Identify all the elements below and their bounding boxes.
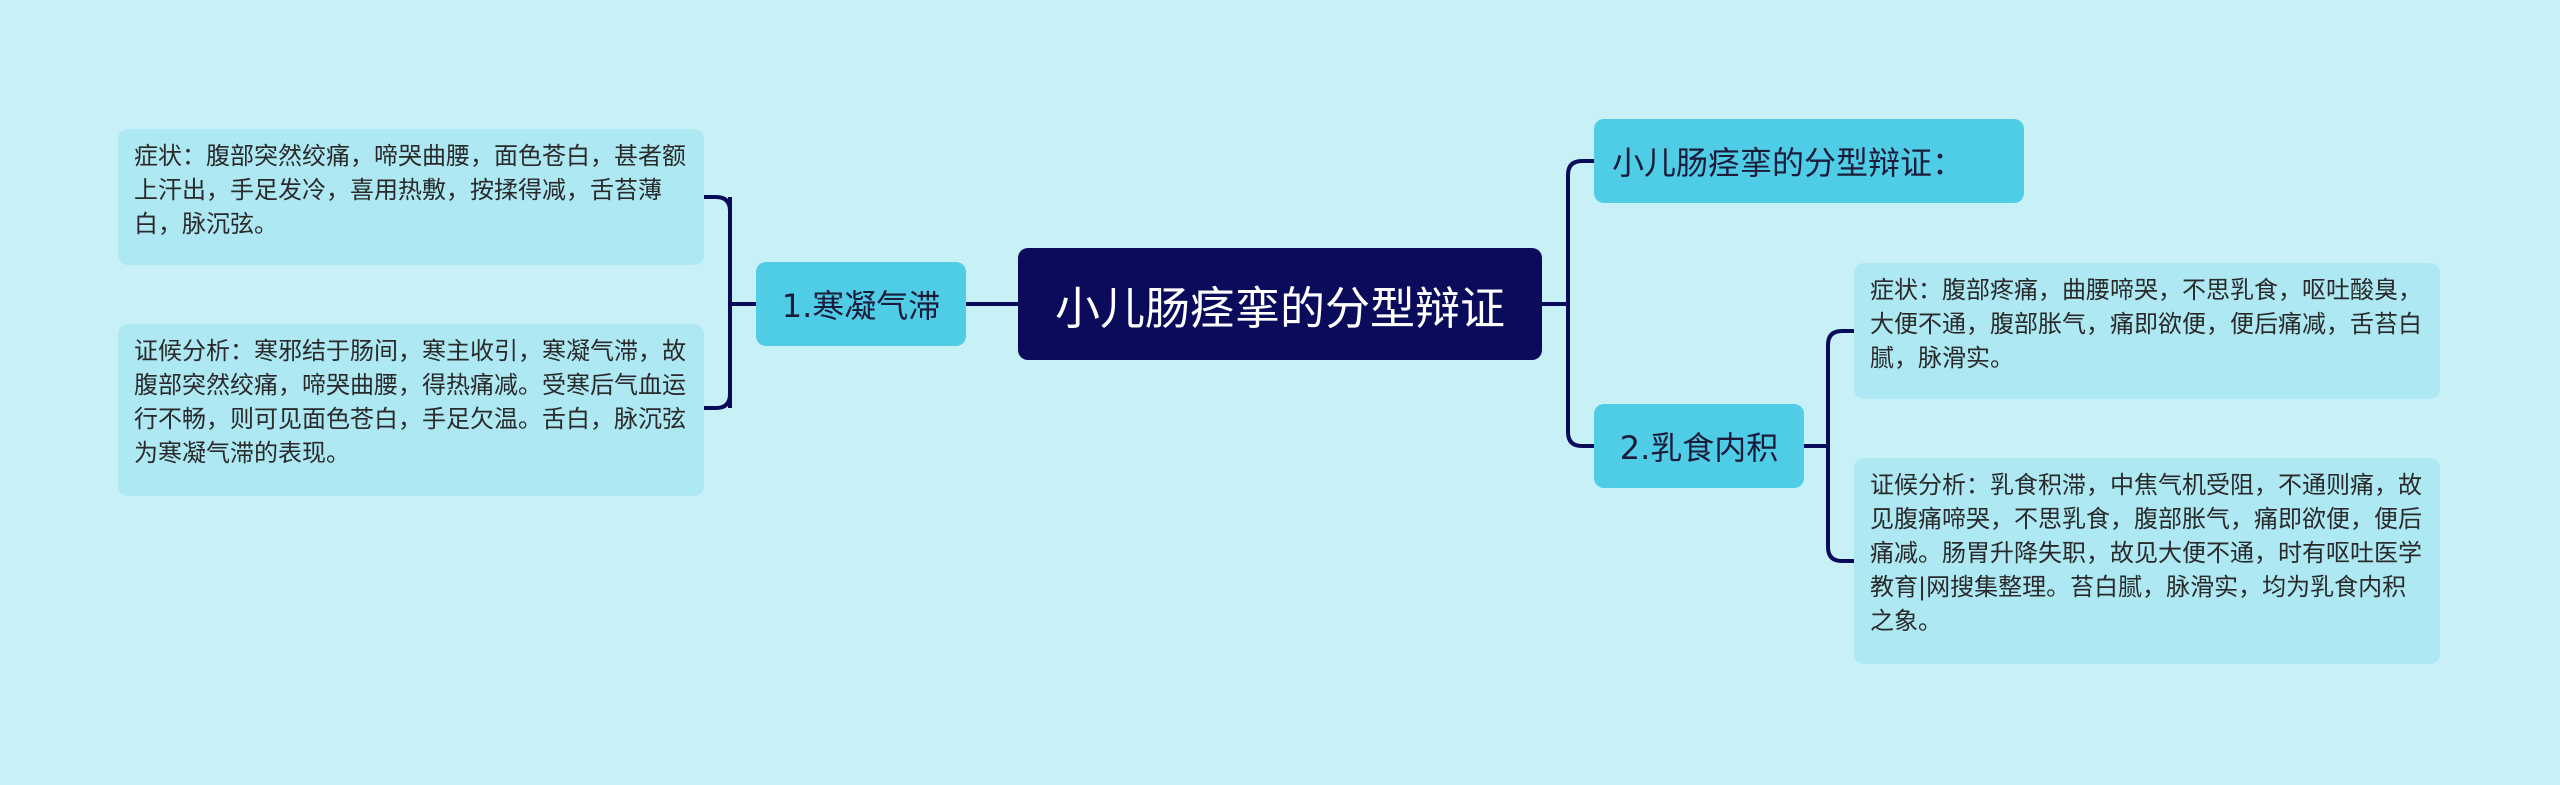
root-topic[interactable]: 小儿肠痉挛的分型辩证 xyxy=(1018,248,1542,360)
connector-right-leaves xyxy=(1804,329,1854,563)
connector-left-leaves xyxy=(704,195,756,410)
leaf-food-symptoms[interactable]: 症状：腹部疼痛，曲腰啼哭，不思乳食，呕吐酸臭，大便不通，腹部胀气，痛即欲便，便后… xyxy=(1854,263,2440,399)
leaf-cold-analysis[interactable]: 证候分析：寒邪结于肠间，寒主收引，寒凝气滞，故腹部突然绞痛，啼哭曲腰，得热痛减。… xyxy=(118,324,704,496)
branch-food-retention[interactable]: 2.乳食内积 xyxy=(1594,404,1804,488)
connector-root-right xyxy=(1542,159,1594,448)
branch-summary-heading[interactable]: 小儿肠痉挛的分型辩证： xyxy=(1594,119,2024,203)
branch-cold-stagnation[interactable]: 1.寒凝气滞 xyxy=(756,262,966,346)
leaf-food-analysis[interactable]: 证候分析：乳食积滞，中焦气机受阻，不通则痛，故见腹痛啼哭，不思乳食，腹部胀气，痛… xyxy=(1854,458,2440,664)
leaf-cold-symptoms[interactable]: 症状：腹部突然绞痛，啼哭曲腰，面色苍白，甚者额上汗出，手足发冷，喜用热敷，按揉得… xyxy=(118,129,704,265)
